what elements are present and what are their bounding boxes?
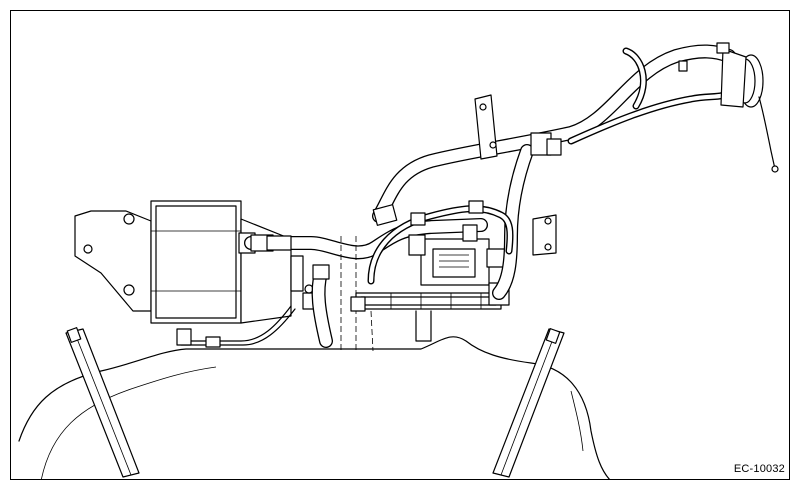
charcoal-canister bbox=[150, 200, 304, 324]
evap-system-diagram bbox=[18, 42, 779, 479]
valve-assembly bbox=[408, 224, 506, 286]
right-bracket bbox=[532, 214, 557, 256]
figure-code-label: EC-10032 bbox=[733, 463, 785, 475]
canister-bracket bbox=[74, 210, 152, 312]
purge-pipe bbox=[176, 284, 316, 348]
vapor-hose-middle bbox=[367, 200, 514, 285]
vertical-vent-hose bbox=[311, 264, 333, 348]
canister-to-valve-hose bbox=[244, 218, 488, 260]
lower-manifold bbox=[350, 282, 510, 342]
filler-pipe-bracket bbox=[474, 94, 498, 160]
fuel-filler-pipe bbox=[372, 44, 736, 223]
vapor-hose-upper bbox=[492, 132, 562, 300]
left-frame-member bbox=[65, 327, 140, 478]
right-frame-member bbox=[492, 328, 565, 478]
filler-neck bbox=[678, 42, 779, 173]
diagram-frame: EC-10032 bbox=[10, 10, 790, 480]
